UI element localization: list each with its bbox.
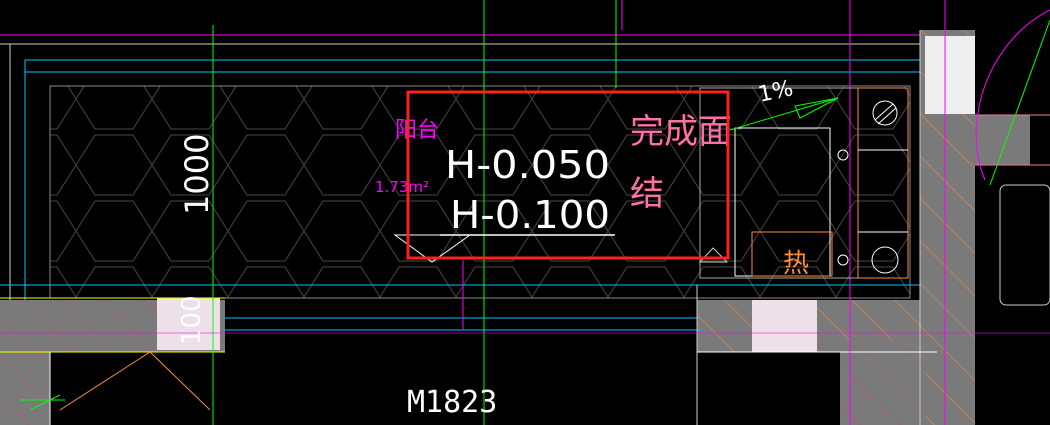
door-swings xyxy=(20,9,1050,411)
heater-label: 热 xyxy=(783,249,809,279)
balcony-floor-hatch xyxy=(50,86,910,298)
finish-note-line2: 结 xyxy=(630,174,664,214)
selection-highlight-box[interactable] xyxy=(406,90,730,260)
room-name-label: 阳台 xyxy=(395,118,439,143)
slope-arrow xyxy=(729,97,839,131)
finish-note-line1: 完成面 xyxy=(630,112,732,152)
column-blocks xyxy=(157,36,975,352)
door-tag-label: M1823 xyxy=(407,385,497,420)
level-markers xyxy=(393,234,729,263)
room-area-label: 1.73m² xyxy=(375,178,429,196)
dimension-small-label: 100 xyxy=(177,295,207,345)
dimension-width-label: 1000 xyxy=(178,134,216,215)
equipment-area xyxy=(699,87,909,279)
structural-elevation-label: H-0.100 xyxy=(450,193,610,237)
finished-elevation-label: H-0.050 xyxy=(445,143,610,187)
